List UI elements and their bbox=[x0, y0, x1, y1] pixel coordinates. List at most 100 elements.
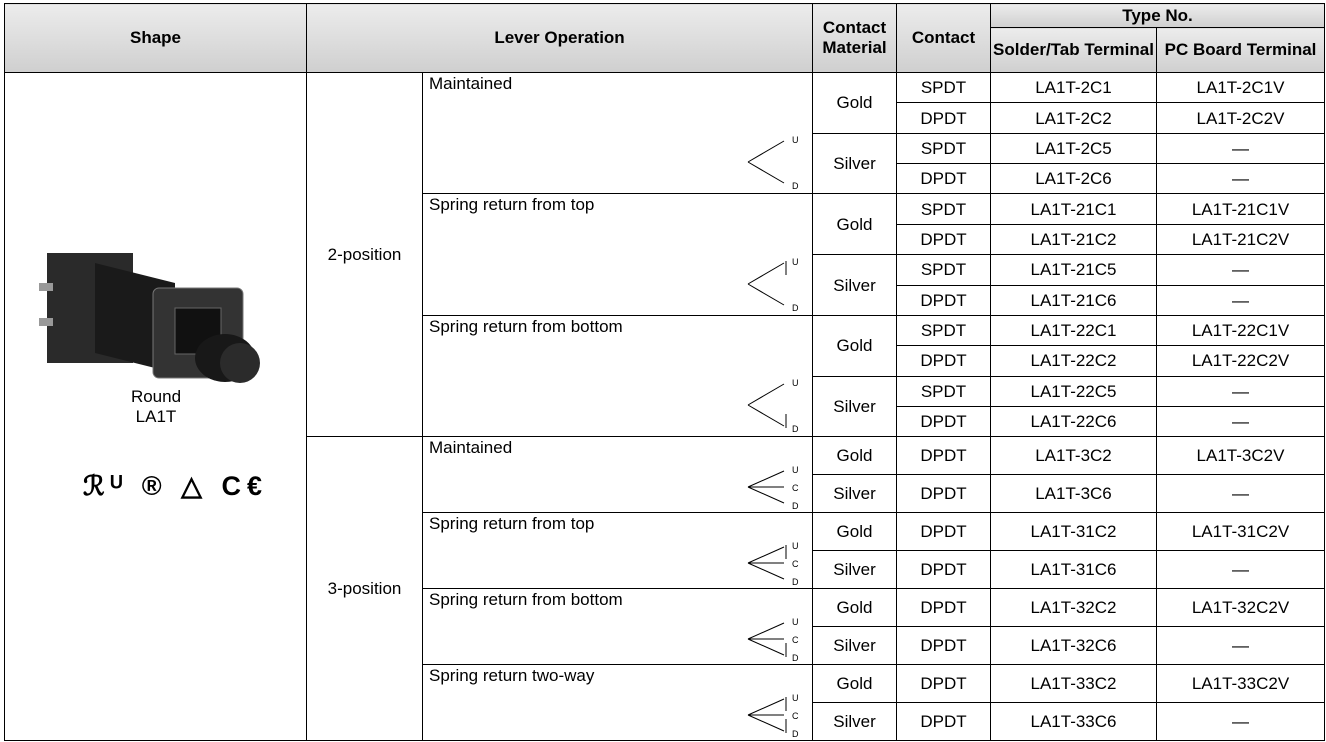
position-cell: 2-position bbox=[306, 71, 423, 438]
lever-operation-label: Spring return from top bbox=[429, 195, 595, 215]
pc-board-type-cell: LA1T-3C2V bbox=[1156, 436, 1325, 476]
header-lever-operation: Lever Operation bbox=[306, 3, 813, 73]
solder-tab-type-cell: LA1T-2C5 bbox=[990, 132, 1157, 165]
pc-board-type-cell: — bbox=[1156, 474, 1325, 514]
symbol-label-center: C bbox=[792, 711, 799, 721]
solder-tab-type-cell: LA1T-2C2 bbox=[990, 102, 1157, 134]
symbol-label-down: D bbox=[792, 424, 799, 434]
symbol-label-up: U bbox=[792, 378, 799, 388]
contact-cell: DPDT bbox=[896, 550, 991, 590]
solder-tab-type-cell: LA1T-2C6 bbox=[990, 163, 1157, 195]
contact-cell: DPDT bbox=[896, 284, 991, 316]
header-pc-board-terminal: PC Board Terminal bbox=[1156, 27, 1325, 73]
contact-material-cell: Gold bbox=[812, 588, 897, 628]
solder-tab-type-cell: LA1T-3C6 bbox=[990, 474, 1157, 514]
lever-operation-label: Spring return two-way bbox=[429, 666, 595, 686]
header-solder-tab-terminal: Solder/Tab Terminal bbox=[990, 27, 1157, 73]
symbol-label-up: U bbox=[792, 257, 799, 267]
contact-cell: DPDT bbox=[896, 163, 991, 195]
certification-marks: ℛᵁ ® △ C€ bbox=[83, 471, 268, 501]
contact-cell: SPDT bbox=[896, 375, 991, 407]
lever-operation-label: Maintained bbox=[429, 438, 513, 458]
lever-operation-label: Spring return from bottom bbox=[429, 316, 623, 336]
lever-symbol-icon: UDC bbox=[747, 465, 799, 510]
symbol-label-center: C bbox=[792, 635, 799, 645]
symbol-label-down: D bbox=[792, 729, 799, 738]
symbol-label-up: U bbox=[792, 617, 799, 627]
pc-board-type-cell: LA1T-21C2V bbox=[1156, 223, 1325, 256]
symbol-label-down: D bbox=[792, 501, 799, 510]
solder-tab-type-cell: LA1T-32C2 bbox=[990, 588, 1157, 628]
pc-board-type-cell: LA1T-33C2V bbox=[1156, 664, 1325, 703]
lever-symbol-icon: UD bbox=[747, 378, 799, 434]
lever-operation-label: Maintained bbox=[429, 74, 513, 93]
header-contact: Contact bbox=[896, 3, 991, 73]
pc-board-type-cell: — bbox=[1156, 550, 1325, 590]
contact-cell: DPDT bbox=[896, 588, 991, 628]
pc-board-type-cell: LA1T-22C1V bbox=[1156, 314, 1325, 347]
contact-material-cell: Gold bbox=[812, 664, 897, 703]
position-cell: 3-position bbox=[306, 436, 423, 741]
contact-material-cell: Silver bbox=[812, 474, 897, 514]
pc-board-type-cell: — bbox=[1156, 284, 1325, 316]
solder-tab-type-cell: LA1T-21C1 bbox=[990, 193, 1157, 225]
solder-tab-type-cell: LA1T-22C2 bbox=[990, 345, 1157, 377]
contact-material-cell: Gold bbox=[812, 193, 897, 256]
spec-table: Shape Lever Operation Contact Material C… bbox=[4, 3, 1325, 742]
pc-board-type-cell: — bbox=[1156, 254, 1325, 286]
header-shape: Shape bbox=[4, 3, 307, 73]
symbol-label-up: U bbox=[792, 135, 799, 145]
solder-tab-type-cell: LA1T-2C1 bbox=[990, 71, 1157, 104]
contact-material-cell: Silver bbox=[812, 375, 897, 438]
symbol-label-up: U bbox=[792, 693, 799, 703]
symbol-label-down: D bbox=[792, 577, 799, 586]
lever-symbol-icon: UD bbox=[747, 135, 799, 191]
lever-operation-label: Spring return from bottom bbox=[429, 590, 623, 610]
contact-cell: DPDT bbox=[896, 436, 991, 476]
pc-board-type-cell: LA1T-22C2V bbox=[1156, 345, 1325, 377]
shape-round: Round bbox=[130, 387, 182, 407]
pc-board-type-cell: LA1T-31C2V bbox=[1156, 512, 1325, 552]
contact-cell: DPDT bbox=[896, 701, 991, 742]
contact-material-cell: Silver bbox=[812, 626, 897, 666]
contact-cell: DPDT bbox=[896, 512, 991, 552]
contact-cell: DPDT bbox=[896, 626, 991, 666]
solder-tab-type-cell: LA1T-21C5 bbox=[990, 254, 1157, 286]
pc-board-type-cell: LA1T-2C1V bbox=[1156, 71, 1325, 104]
contact-material-cell: Gold bbox=[812, 512, 897, 552]
contact-material-cell: Gold bbox=[812, 72, 897, 134]
contact-cell: SPDT bbox=[896, 254, 991, 286]
contact-material-cell: Gold bbox=[812, 436, 897, 476]
contact-material-cell: Gold bbox=[812, 314, 897, 377]
solder-tab-type-cell: LA1T-3C2 bbox=[990, 436, 1157, 476]
pc-board-type-cell: LA1T-32C2V bbox=[1156, 588, 1325, 628]
product-photo bbox=[39, 253, 260, 383]
header-contact-material: Contact Material bbox=[812, 3, 897, 73]
contact-cell: SPDT bbox=[896, 132, 991, 165]
solder-tab-type-cell: LA1T-22C5 bbox=[990, 375, 1157, 407]
solder-tab-type-cell: LA1T-33C6 bbox=[990, 701, 1157, 742]
contact-cell: SPDT bbox=[896, 71, 991, 104]
contact-cell: DPDT bbox=[896, 474, 991, 514]
contact-material-cell: Silver bbox=[812, 550, 897, 590]
lever-symbol-icon: UDC bbox=[747, 541, 799, 586]
